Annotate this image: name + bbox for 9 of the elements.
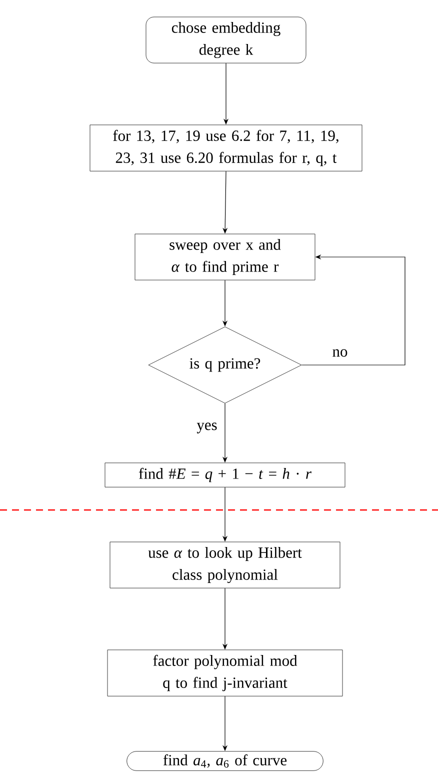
end-box: find a$_{4}$, a$_{6}$ of curve xyxy=(126,751,324,771)
edge-label: no xyxy=(331,348,349,358)
process-box: sweep over x and α to find prime r xyxy=(134,234,316,280)
process-box: use α to look up Hilbert class polynomial xyxy=(110,542,340,588)
edge-label: yes xyxy=(196,422,218,434)
process-box: factor polynomial mod q to find j-invariant xyxy=(107,650,343,696)
process-box: find #E = q + 1 − t = h · r xyxy=(104,462,346,488)
process-box: for 13, 17, 19 use 6.2 for 7, 11, 19, 23, 31 use 6.20 formulas for r, q, t xyxy=(90,124,362,172)
start-box: chose embedding degree k xyxy=(146,16,306,64)
